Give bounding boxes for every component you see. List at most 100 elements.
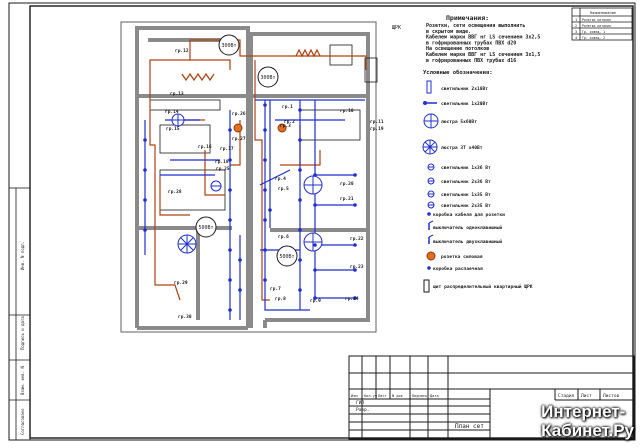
sheet-code-label: Стадия [558, 393, 575, 399]
wiring-node [313, 296, 317, 300]
heater-coil [181, 72, 215, 82]
group-label: гр.11 [370, 119, 384, 125]
group-label: гр.12 [175, 48, 189, 54]
group-label: гр.16 [198, 144, 212, 150]
note-line: Кабелем марки ВВГ нг LS сечением 3х2,5 [426, 34, 540, 41]
note-line: в скрытом виде. [426, 29, 471, 35]
wiring-node [228, 248, 232, 252]
wiring-node [313, 173, 317, 177]
legend-label: коробка распаечная [433, 265, 483, 272]
socket-icon [233, 123, 287, 133]
revision-header-cell: N док [392, 394, 404, 398]
wiring-node [298, 198, 302, 202]
stamp-row-name: Гр. освещ. 1 [582, 30, 605, 34]
group-label: гр.8 [275, 296, 286, 302]
shield-box [364, 57, 378, 83]
walls [135, 26, 370, 330]
ceiling-light-4: 500Вт [276, 245, 298, 267]
panel-icon [426, 80, 432, 94]
wiring-node [143, 138, 147, 142]
wiring-node [263, 158, 267, 162]
group-label: гр.28 [168, 189, 182, 195]
legend-label: светильник 1х35 Вт [441, 192, 491, 198]
group-label: гр.7 [270, 286, 281, 292]
circle-cross-icon [423, 113, 439, 129]
stamp-row-number: 4 [575, 36, 577, 40]
note-line: На освещение потолков [426, 46, 489, 52]
wiring-node [143, 228, 147, 232]
wiring-node [228, 188, 232, 192]
switch-icon [428, 220, 434, 230]
group-label: гр.4 [275, 176, 286, 182]
svg-text:500Вт: 500Вт [198, 225, 213, 231]
legend-label: люстра 5х60Вт [441, 119, 477, 125]
side-stamp [8, 187, 31, 441]
socket-icon [426, 251, 436, 261]
legend-heading: Условные обозначения: [423, 69, 493, 76]
group-label: гр.1 [282, 104, 293, 110]
wiring-node [238, 258, 242, 262]
note-line: в гофрированных трубах ПВХ d20 [426, 39, 516, 46]
ceiling-light-3: 500Вт [195, 216, 217, 238]
shield-label: ЩРК [392, 25, 401, 31]
wiring-node [263, 278, 267, 282]
wiring-node [353, 268, 357, 272]
wiring-node [353, 243, 357, 247]
wiring-node [298, 108, 302, 112]
circle-cross-icon [303, 232, 323, 252]
wiring-node [298, 258, 302, 262]
wiring-node [263, 103, 267, 107]
legend-label: люстра 3Т х40Вт [441, 145, 483, 151]
group-label: гр.19 [370, 126, 384, 132]
wiring-node [313, 203, 317, 207]
group-label: гр.22 [350, 236, 364, 242]
heater-coil [295, 48, 321, 58]
wiring-node [228, 128, 232, 132]
fixture-label: 300Вт [221, 43, 236, 49]
group-label: гр.15 [166, 126, 180, 132]
shield-icon [423, 279, 430, 293]
note-line: Розетки, сети освещения выполнить [426, 23, 525, 29]
stamp-row-number: 1 [575, 18, 577, 22]
box-icon [427, 212, 431, 216]
lamp-icon [427, 177, 435, 185]
group-label: гр.10 [340, 108, 354, 114]
note-line: Кабелем марки ВВГ нг LS сечением 3х1,5 [426, 51, 540, 58]
revision-header-cell: Кол.уч [364, 394, 377, 398]
role-label: ГИП [356, 400, 364, 406]
circle-cross-icon [303, 175, 323, 195]
switch-icon [428, 234, 434, 244]
wiring-node [353, 296, 357, 300]
wiring-node [313, 243, 317, 247]
revision-header-cell: Подпись [412, 394, 427, 398]
lamp-icon [427, 201, 435, 209]
group-label: гр.3 [280, 123, 291, 129]
fixtures: 300Вт 300Вт 500Вт 500Вт [143, 34, 357, 312]
legend-label: светильник 2х35 Вт [441, 203, 491, 209]
wiring-node [268, 208, 272, 212]
watermark-line-2: Кабинет.Ру [541, 421, 634, 440]
circle-cross-icon [171, 113, 185, 127]
circle-cross-icon [210, 180, 222, 192]
wiring-node [298, 228, 302, 232]
stamp-row-name: Розетки питания [582, 24, 611, 28]
legend-label: выключатель одноклавишный [433, 225, 502, 231]
wiring-nodes [143, 103, 357, 312]
group-label: гр.25 [216, 166, 230, 172]
group-label: гр.2 [284, 119, 295, 125]
stamp-row-number: 2 [575, 24, 577, 28]
wiring-node [353, 173, 357, 177]
side-stamp-label: Подпись и дата [20, 316, 25, 350]
legend-label: выключатель двухклавишный [433, 239, 502, 245]
ceiling-light-1: 300Вт [218, 34, 240, 56]
group-label: гр.23 [350, 264, 364, 270]
wiring-node [353, 203, 357, 207]
legend-label: светильник 1х36 Вт [441, 165, 491, 171]
building-outline [120, 21, 377, 333]
sheet-frame [8, 2, 636, 441]
group-label: гр.18 [215, 159, 229, 165]
group-label: гр.13 [170, 91, 184, 97]
